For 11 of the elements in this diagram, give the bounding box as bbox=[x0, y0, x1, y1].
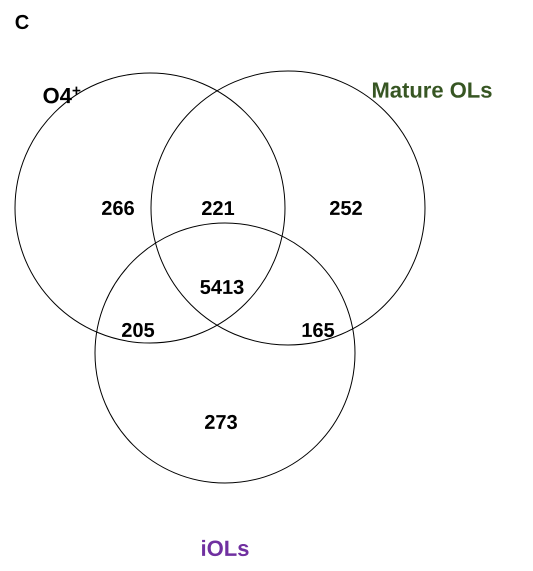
set-label: iOLs bbox=[202, 540, 249, 556]
count-label: 252 bbox=[330, 200, 362, 216]
set-label: O4$^{+}$ bbox=[44, 86, 80, 104]
count-label: 205 bbox=[122, 322, 154, 338]
count-label: 273 bbox=[205, 414, 237, 430]
panel-letter: C bbox=[16, 14, 29, 30]
count-label: 5413 bbox=[200, 280, 244, 294]
count-label: 266 bbox=[102, 200, 134, 216]
count-label: 165 bbox=[302, 322, 334, 338]
count-label: 221 bbox=[202, 201, 234, 215]
set-label: Mature OLs bbox=[372, 82, 492, 98]
